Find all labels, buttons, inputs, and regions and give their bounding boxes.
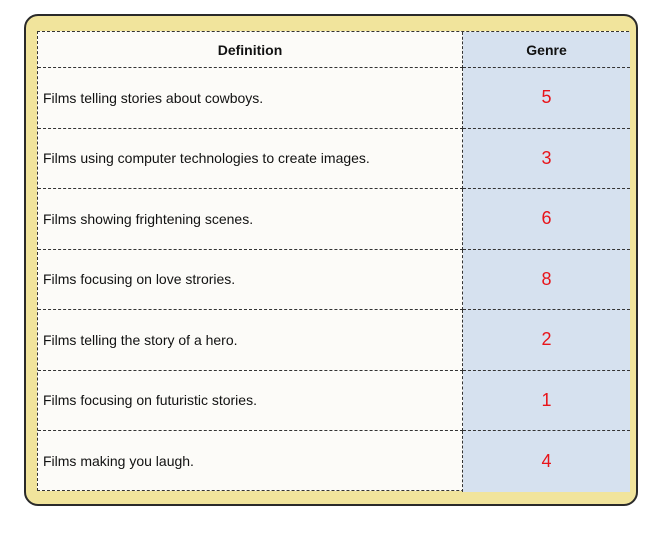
- genre-answer-cell: 8: [463, 249, 630, 310]
- definition-cell: Films telling stories about cowboys.: [38, 68, 463, 129]
- definition-cell: Films making you laugh.: [38, 431, 463, 492]
- genre-answer-cell: 5: [463, 68, 630, 129]
- definition-cell: Films focusing on love strories.: [38, 249, 463, 310]
- genre-answer-cell: 2: [463, 310, 630, 371]
- genre-answer-cell: 1: [463, 370, 630, 431]
- definition-genre-table: Definition Genre Films telling stories a…: [37, 31, 630, 492]
- genre-answer-cell: 4: [463, 431, 630, 492]
- definition-cell: Films telling the story of a hero.: [38, 310, 463, 371]
- genre-header: Genre: [463, 32, 630, 68]
- definition-cell: Films using computer technologies to cre…: [38, 128, 463, 189]
- definition-cell: Films showing frightening scenes.: [38, 189, 463, 250]
- genre-answer-cell: 6: [463, 189, 630, 250]
- definition-header: Definition: [38, 32, 463, 68]
- definition-cell: Films focusing on futuristic stories.: [38, 370, 463, 431]
- genre-answer-cell: 3: [463, 128, 630, 189]
